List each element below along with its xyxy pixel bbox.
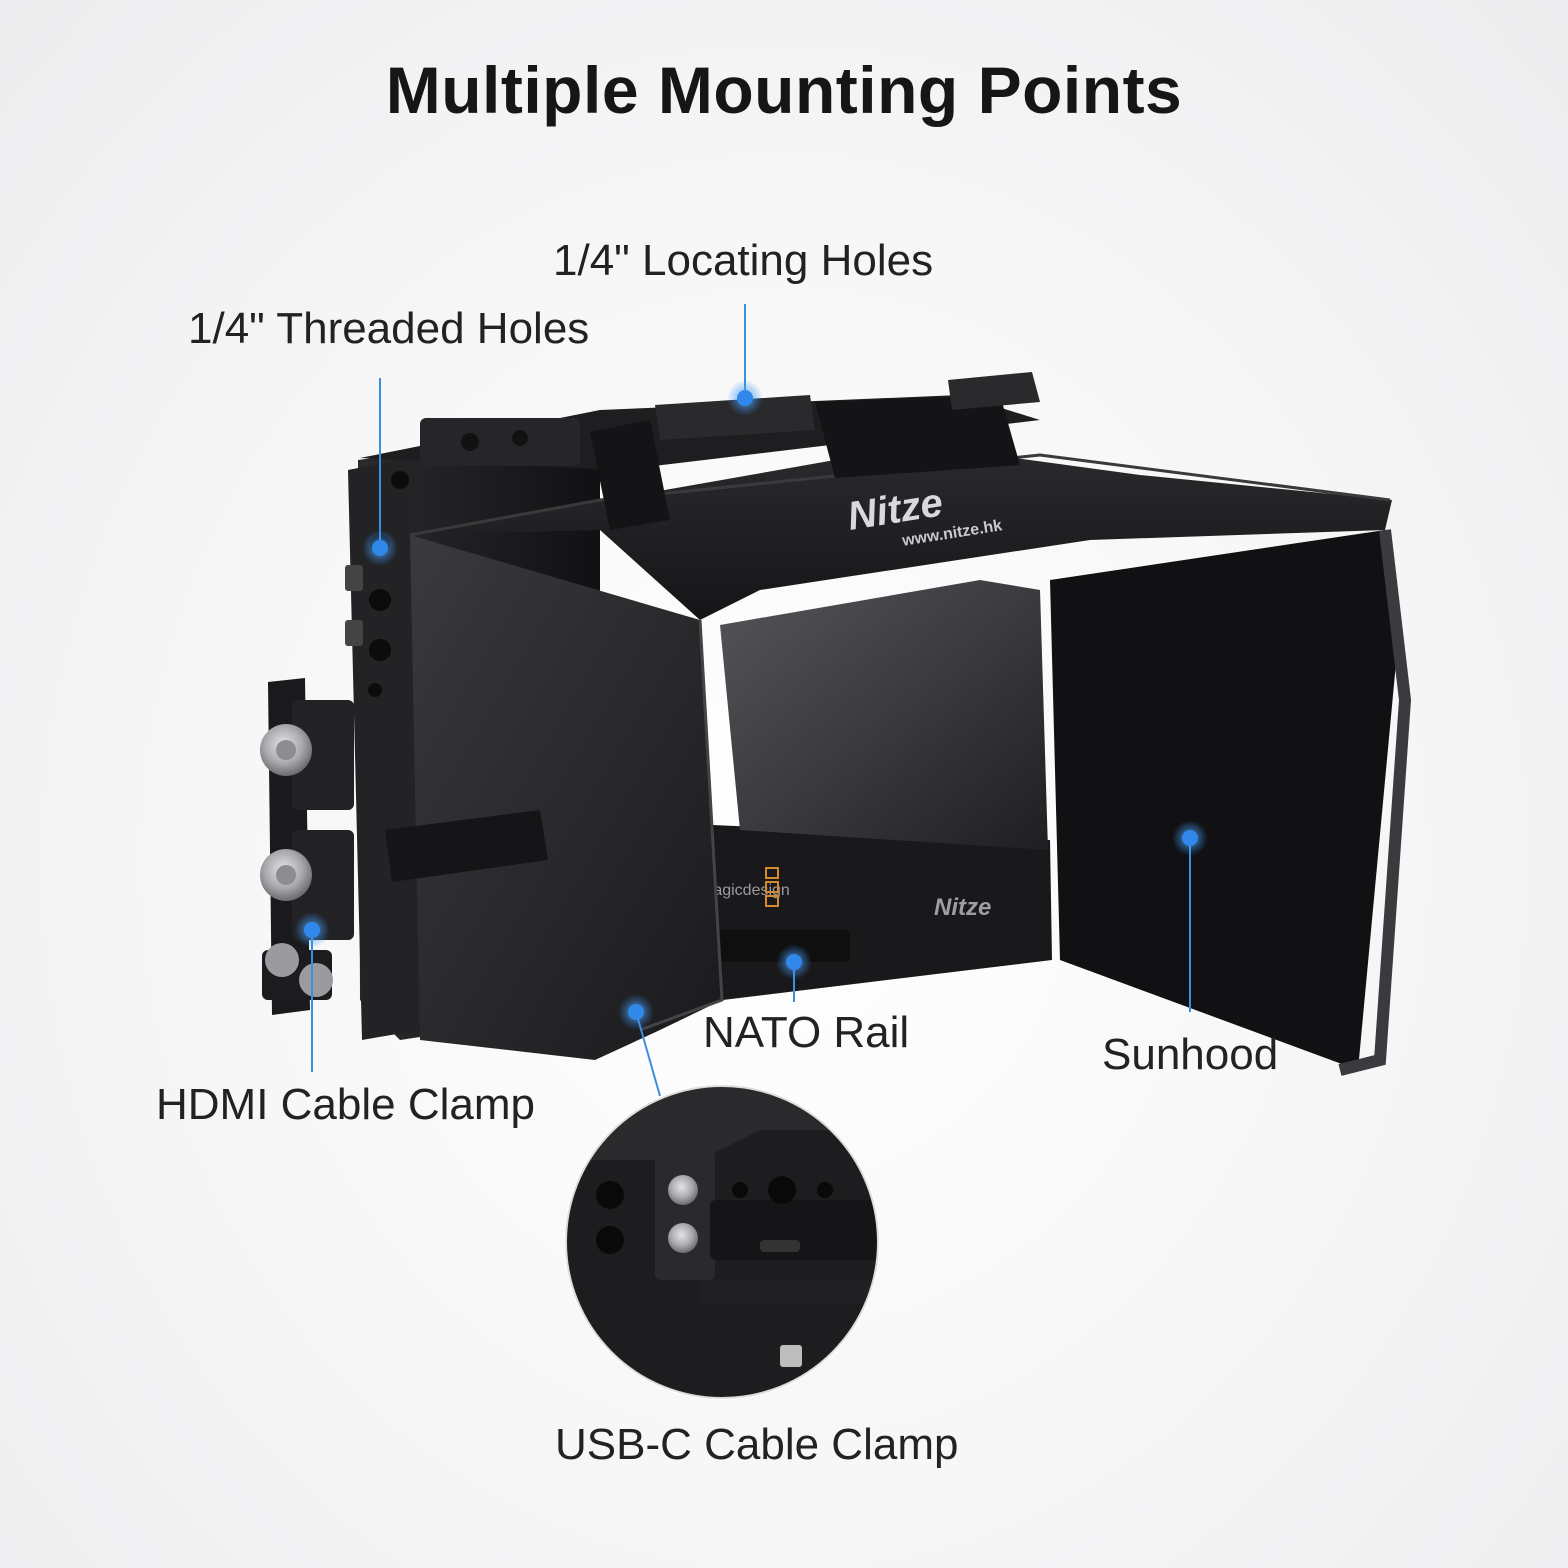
label-threaded-holes: 1/4" Threaded Holes	[188, 304, 590, 353]
monitor-screen	[720, 580, 1048, 850]
hdmi-clamp-part	[260, 678, 354, 1015]
cage-logo: Nitze	[934, 894, 991, 921]
hdmi-clamp-dot	[304, 922, 320, 938]
label-locating-holes: 1/4" Locating Holes	[553, 236, 934, 285]
label-nato-rail: NATO Rail	[703, 1008, 910, 1057]
page-title: Multiple Mounting Points	[385, 53, 1183, 127]
label-sunhood: Sunhood	[1102, 1030, 1279, 1079]
monitor-brand: magicdesign	[700, 882, 790, 899]
locating-holes-dot	[737, 390, 753, 406]
label-hdmi-clamp: HDMI Cable Clamp	[156, 1080, 535, 1129]
callout-dots	[294, 380, 1208, 1030]
threaded-holes-dot	[372, 540, 388, 556]
nato-rail-dot	[786, 954, 802, 970]
usbc-clamp-inset	[564, 1084, 880, 1400]
usbc-clamp-dot	[628, 1004, 644, 1020]
sunhood-dot	[1182, 830, 1198, 846]
sunhood-part: Nitze www.nitze.hk	[385, 372, 1412, 1076]
label-usbc-clamp: USB-C Cable Clamp	[555, 1420, 959, 1469]
